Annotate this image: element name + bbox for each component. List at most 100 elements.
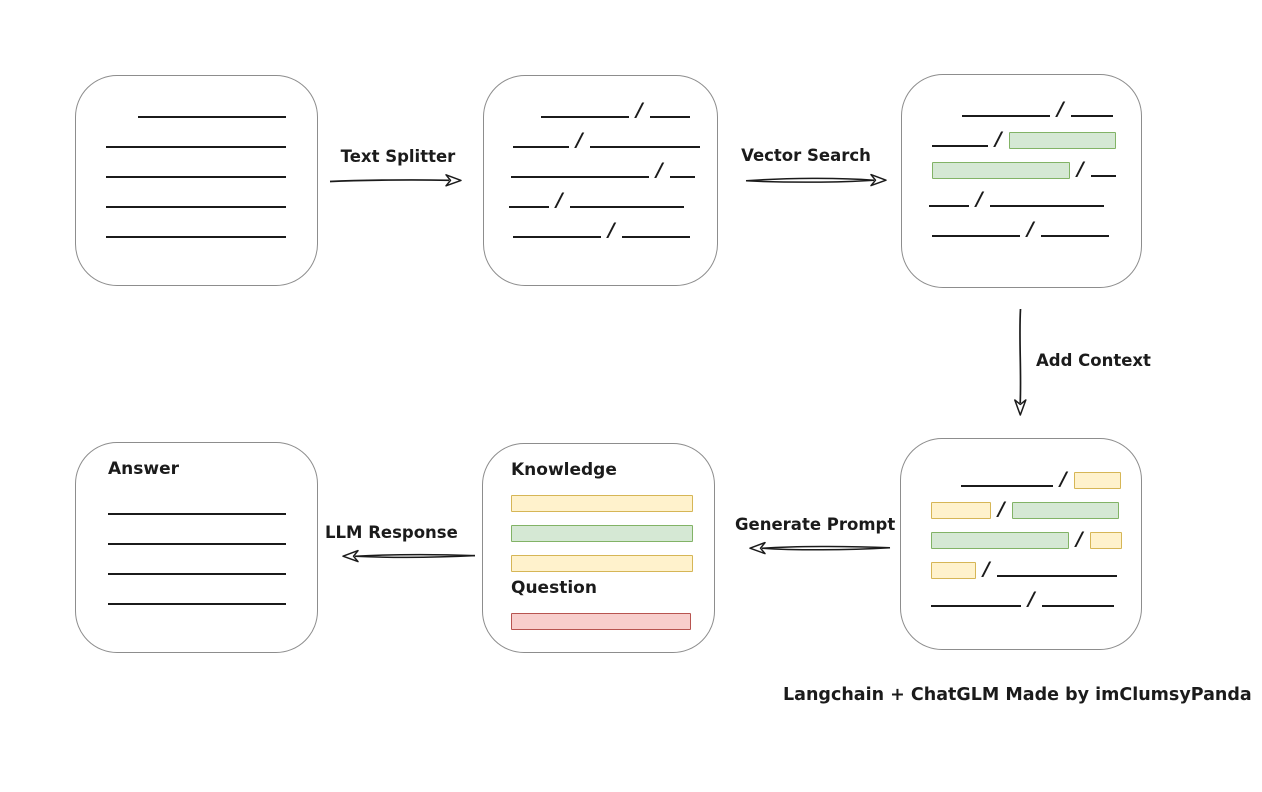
chunk-row bbox=[106, 180, 317, 210]
knowledge-bars bbox=[511, 482, 714, 572]
text-line bbox=[1090, 175, 1116, 177]
text-line bbox=[669, 176, 695, 178]
chunk-row: / bbox=[962, 89, 1141, 119]
slash-separator: / bbox=[656, 159, 663, 181]
right-arrow-icon bbox=[329, 174, 462, 187]
text-line bbox=[511, 176, 649, 178]
slash-separator: / bbox=[983, 558, 990, 580]
knowledge-label: Knowledge bbox=[511, 460, 617, 480]
chunk-row: / bbox=[509, 180, 717, 210]
split-chunks-node: ///// bbox=[483, 75, 718, 286]
answer-node: Answer bbox=[75, 442, 318, 653]
slash-separator: / bbox=[1027, 218, 1034, 240]
vector-search-label: Vector Search bbox=[741, 146, 871, 165]
text-line bbox=[509, 206, 549, 208]
chunk-row bbox=[108, 547, 317, 577]
text-line bbox=[621, 236, 690, 238]
credit-caption: Langchain + ChatGLM Made by imClumsyPand… bbox=[783, 685, 1252, 705]
green-highlight-bar bbox=[1008, 132, 1116, 149]
question-bar bbox=[511, 600, 714, 630]
yellow-highlight-bar bbox=[511, 495, 693, 512]
text-line bbox=[106, 146, 286, 148]
chunk-row: / bbox=[931, 519, 1141, 549]
text-line bbox=[989, 205, 1104, 207]
chunk-row: / bbox=[961, 459, 1141, 489]
chunk-row: / bbox=[513, 210, 717, 240]
green-highlight-bar bbox=[932, 162, 1070, 179]
chunk-row: / bbox=[932, 209, 1141, 239]
document-node bbox=[75, 75, 318, 286]
slash-separator: / bbox=[976, 188, 983, 210]
left-arrow-icon bbox=[749, 541, 891, 555]
down-arrow-icon bbox=[1014, 308, 1027, 416]
green-highlight-bar bbox=[931, 532, 1069, 549]
text-line bbox=[962, 115, 1050, 117]
chunk-row: / bbox=[932, 119, 1141, 149]
text-line bbox=[649, 116, 690, 118]
slash-separator: / bbox=[1060, 468, 1067, 490]
slash-separator: / bbox=[636, 99, 643, 121]
text-line bbox=[1040, 235, 1109, 237]
slash-separator: / bbox=[1077, 158, 1084, 180]
text-line bbox=[589, 146, 700, 148]
yellow-highlight-bar bbox=[1089, 532, 1122, 549]
slash-separator: / bbox=[995, 128, 1002, 150]
generate-prompt-label: Generate Prompt bbox=[735, 515, 896, 534]
text-line bbox=[513, 236, 601, 238]
context-chunks-node: / / / / / bbox=[900, 438, 1142, 650]
chunk-row bbox=[106, 120, 317, 150]
text-line bbox=[996, 575, 1117, 577]
slash-separator: / bbox=[576, 129, 583, 151]
slash-separator: / bbox=[1076, 528, 1083, 550]
text-line bbox=[138, 116, 286, 118]
text-line bbox=[106, 176, 286, 178]
slash-separator: / bbox=[556, 189, 563, 211]
text-line bbox=[1070, 115, 1113, 117]
chunk-row: / bbox=[931, 549, 1141, 579]
chunk-row bbox=[108, 577, 317, 607]
chunk-row bbox=[138, 90, 317, 120]
chunk-row bbox=[511, 600, 714, 630]
llm-response-label: LLM Response bbox=[325, 523, 458, 542]
add-context-label: Add Context bbox=[1036, 351, 1151, 370]
yellow-highlight-bar bbox=[931, 502, 991, 519]
chunk-row: / bbox=[929, 179, 1141, 209]
chunk-row bbox=[511, 512, 714, 542]
answer-lines bbox=[108, 487, 317, 607]
green-highlight-bar bbox=[1011, 502, 1119, 519]
chunk-row: / bbox=[931, 489, 1141, 519]
text-line bbox=[541, 116, 629, 118]
text-line bbox=[932, 235, 1020, 237]
chunk-row: / bbox=[541, 90, 717, 120]
chunk-row: / bbox=[931, 579, 1141, 609]
right-arrow-icon bbox=[745, 173, 887, 187]
answer-label: Answer bbox=[108, 459, 179, 479]
yellow-highlight-bar bbox=[511, 555, 693, 572]
text-splitter-label: Text Splitter bbox=[340, 147, 456, 166]
chunk-row bbox=[106, 150, 317, 180]
text-line bbox=[106, 206, 286, 208]
chunk-row: / bbox=[513, 120, 717, 150]
text-line bbox=[932, 145, 988, 147]
slash-separator: / bbox=[1028, 588, 1035, 610]
text-line bbox=[108, 603, 286, 605]
green-highlight-bar bbox=[511, 525, 693, 542]
text-line bbox=[108, 513, 286, 515]
text-line bbox=[108, 543, 286, 545]
chunk-row bbox=[511, 482, 714, 512]
text-line bbox=[1041, 605, 1114, 607]
text-line bbox=[929, 205, 969, 207]
slash-separator: / bbox=[1057, 98, 1064, 120]
question-label: Question bbox=[511, 578, 597, 598]
chunk-row bbox=[108, 487, 317, 517]
chunk-row bbox=[108, 517, 317, 547]
slash-separator: / bbox=[998, 498, 1005, 520]
yellow-highlight-bar bbox=[1073, 472, 1121, 489]
yellow-highlight-bar bbox=[931, 562, 976, 579]
text-line bbox=[513, 146, 569, 148]
left-arrow-icon bbox=[342, 549, 476, 563]
red-highlight-bar bbox=[511, 613, 691, 630]
chunk-row bbox=[511, 542, 714, 572]
text-line bbox=[106, 236, 286, 238]
